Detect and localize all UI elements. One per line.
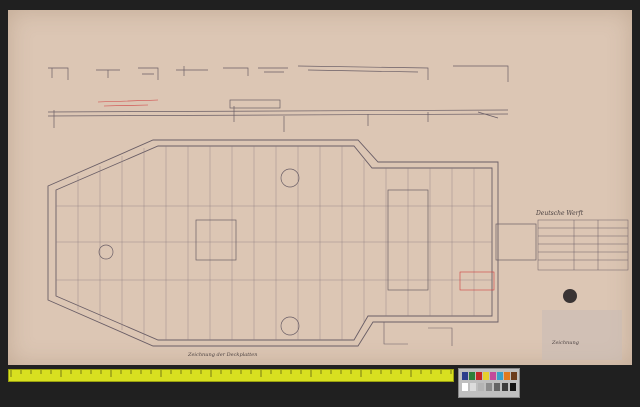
- detail-sections: [383, 322, 453, 346]
- grey-swatch: [502, 383, 508, 391]
- color-swatch: [476, 372, 482, 380]
- longitudinal-section: [47, 99, 509, 132]
- title-block-heading: Deutsche Werft: [536, 210, 584, 217]
- deck-openings: [98, 168, 537, 336]
- deck-plan-drawing: [47, 65, 629, 360]
- frame-lines: [56, 146, 492, 340]
- stamp-seal: [563, 289, 577, 303]
- red-annotations: [97, 99, 495, 291]
- color-swatch: [504, 372, 510, 380]
- color-swatch: [497, 372, 503, 380]
- grey-swatch: [486, 383, 492, 391]
- color-swatch: [490, 372, 496, 380]
- parts-list-table: [537, 219, 629, 271]
- grey-swatch: [462, 383, 468, 391]
- drawing-caption: Zeichnung der Deckplatten: [188, 352, 258, 358]
- grey-swatch: [510, 383, 516, 391]
- color-swatch: [511, 372, 517, 380]
- color-calibration-card: [458, 368, 520, 398]
- hull-outline: [47, 139, 499, 347]
- grey-swatch: [478, 383, 484, 391]
- ruler-ticks: [10, 370, 452, 377]
- color-swatch: [469, 372, 475, 380]
- title-block-stamp-text: Zeichnung: [552, 340, 579, 346]
- color-swatch: [462, 372, 468, 380]
- scanned-drawing: Deutsche Werft Zeichnung Zeichnung der D…: [8, 10, 632, 365]
- grey-swatch: [470, 383, 476, 391]
- section-profiles: [48, 65, 509, 82]
- grey-swatch: [494, 383, 500, 391]
- paper-stain: [542, 310, 622, 360]
- measurement-ruler: [8, 369, 454, 382]
- color-swatch: [483, 372, 489, 380]
